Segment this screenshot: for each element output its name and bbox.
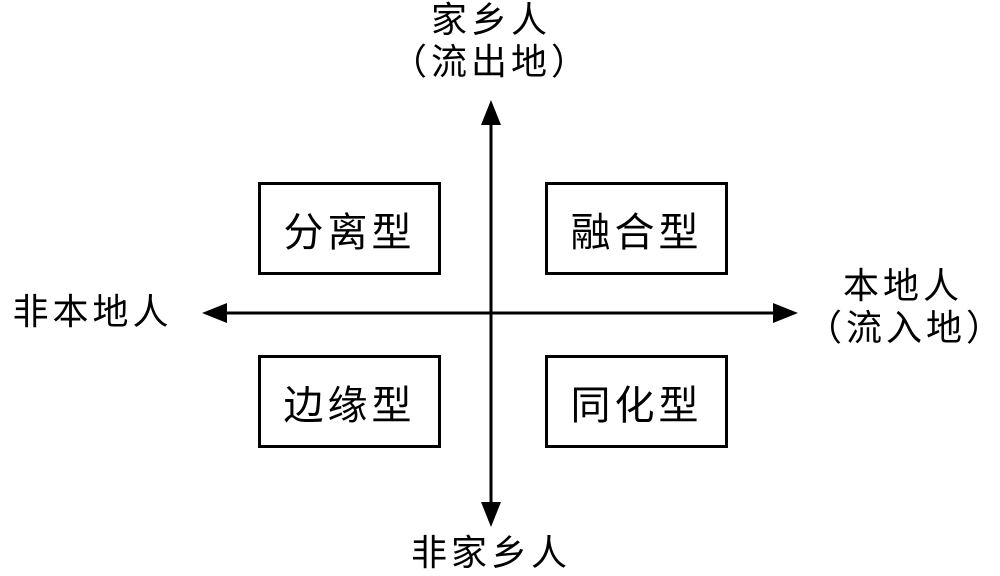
- horizontal-axis-arrow-right: [773, 303, 798, 323]
- right-axis-label-line1: 本地人: [842, 266, 963, 307]
- horizontal-axis-arrow-left: [202, 303, 227, 323]
- bottom-axis-label: 非家乡人: [381, 533, 601, 575]
- top-axis-label-line1: 家乡人: [430, 0, 551, 41]
- left-axis-label: 非本地人: [0, 292, 185, 334]
- right-axis-label: 本地人 （流入地）: [806, 266, 1000, 350]
- right-axis-label-line2: （流入地）: [806, 308, 1000, 349]
- top-axis-label: 家乡人 （流出地）: [391, 0, 591, 84]
- quadrant-marginalization-box: 边缘型: [258, 355, 441, 448]
- top-axis-label-line2: （流出地）: [391, 42, 592, 83]
- quadrant-separation-box: 分离型: [258, 182, 441, 275]
- quadrant-integration-box: 融合型: [545, 182, 728, 275]
- bottom-axis-label-line1: 非家乡人: [410, 533, 571, 574]
- quadrant-assimilation-box: 同化型: [545, 355, 728, 448]
- vertical-axis-arrow-up: [481, 100, 501, 125]
- left-axis-label-line1: 非本地人: [12, 292, 173, 333]
- vertical-axis-arrow-down: [481, 502, 501, 527]
